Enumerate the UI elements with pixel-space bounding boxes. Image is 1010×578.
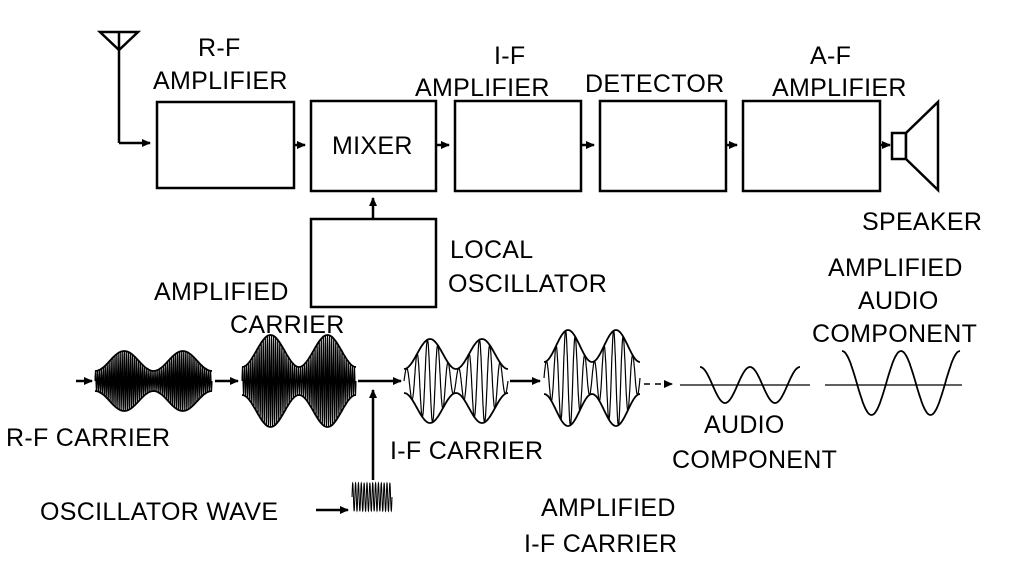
if-amplifier-label-1: I-F: [494, 42, 525, 70]
if-carrier-wave: [403, 338, 509, 424]
audio-component-label-2: COMPONENT: [672, 446, 837, 474]
af-amplifier-box: [741, 99, 882, 193]
amplified-if-carrier-wave: [543, 330, 641, 426]
if-amplifier-label-2: AMPLIFIER: [415, 74, 550, 102]
oscillator-wave: [351, 481, 393, 513]
rf-amplifier-box: [155, 100, 296, 190]
amplified-if-carrier-envelope-bottom: [543, 393, 641, 427]
signal-path-lines: [76, 377, 673, 514]
amplified-carrier-envelope-top: [241, 334, 357, 368]
local-oscillator-label-2: OSCILLATOR: [448, 270, 607, 298]
speaker-icon: [890, 99, 940, 193]
rf-carrier-envelope-bottom: [94, 390, 213, 412]
speaker-label: SPEAKER: [862, 208, 982, 236]
amplified-carrier-envelope-bottom: [241, 394, 357, 428]
waveforms-group: [94, 329, 962, 513]
amplified-if-carrier-label-2: I-F CARRIER: [524, 530, 677, 558]
local-oscillator-label-1: LOCAL: [450, 236, 533, 264]
block-connectors: [294, 141, 891, 219]
amplified-if-carrier-envelope-top: [543, 329, 641, 363]
if-carrier-envelope-top: [403, 338, 509, 370]
antenna-icon: [96, 30, 151, 147]
oscillator-wave-label: OSCILLATOR WAVE: [40, 498, 278, 526]
rf-carrier-wave: [94, 351, 213, 411]
if-carrier-label: I-F CARRIER: [390, 437, 543, 465]
detector-box: [598, 99, 728, 193]
local-oscillator-box: [309, 217, 438, 309]
detector-label: DETECTOR: [585, 70, 724, 98]
if-amplifier-box: [453, 99, 583, 193]
rf-carrier-label: R-F CARRIER: [6, 424, 170, 452]
mixer-label: MIXER: [332, 132, 413, 160]
if-carrier-envelope-bottom: [403, 392, 509, 424]
af-amplifier-label-1: A-F: [810, 42, 851, 70]
rf-amplifier-label-1: R-F: [198, 34, 241, 62]
amplified-carrier-label-2: CARRIER: [230, 311, 345, 339]
amplified-carrier-label-1: AMPLIFIED: [154, 278, 289, 306]
amplified-audio-wave: [841, 350, 961, 416]
amplified-audio-label-3: COMPONENT: [812, 320, 977, 348]
af-amplifier-label-2: AMPLIFIER: [772, 74, 907, 102]
rf-amplifier-label-2: AMPLIFIER: [153, 67, 288, 95]
audio-component-wave: [700, 366, 800, 404]
amplified-audio-label-1: AMPLIFIED: [828, 254, 963, 282]
amplified-carrier-wave: [241, 334, 357, 428]
amplified-if-carrier-label-1: AMPLIFIED: [541, 494, 676, 522]
rf-carrier-envelope-top: [94, 350, 213, 372]
audio-component-label-1: AUDIO: [704, 411, 785, 439]
amplified-audio-label-2: AUDIO: [858, 287, 939, 315]
